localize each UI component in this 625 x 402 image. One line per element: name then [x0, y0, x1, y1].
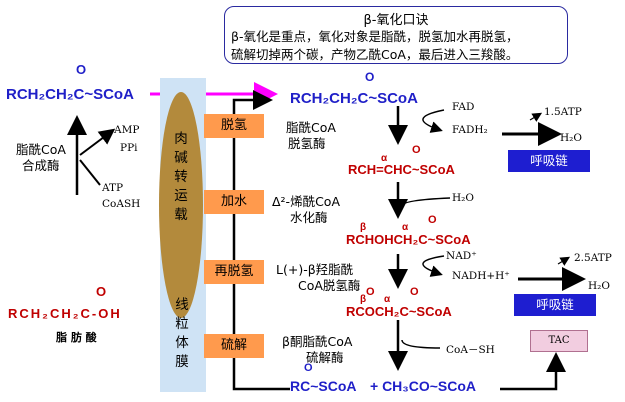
- inter-4-beta: β: [360, 294, 367, 305]
- atp-yield-2: 2.5ATP: [574, 252, 612, 264]
- enzyme-2-line-2: 水化酶: [290, 210, 328, 225]
- final-acyl-coa: RC~SCoA: [290, 378, 357, 394]
- fadh2-label: FADH₂: [452, 124, 488, 136]
- coash-label: CoASH: [102, 198, 141, 210]
- fatty-acid-o: O: [96, 284, 107, 299]
- enzyme-3-line-2: CoA脱氢酶: [298, 278, 361, 293]
- final-o: O: [304, 362, 313, 374]
- atp-label: ATP: [102, 182, 124, 194]
- ppi-label: PPi: [120, 142, 138, 154]
- atp-yield-1: 1.5ATP: [544, 106, 582, 118]
- intermediate-acyl-coa: RCH₂CH₂C~SCoA: [290, 90, 418, 107]
- enzyme-1-line-2: 脱氢酶: [288, 136, 326, 151]
- h2o-label: H₂O: [452, 192, 474, 204]
- step-dehydrogenation: 脱氢: [204, 114, 264, 138]
- enzyme-2-line-1: Δ²-烯酰CoA: [272, 194, 340, 209]
- cycle-loop: [232, 90, 290, 391]
- inter-3-alpha: α: [402, 222, 409, 233]
- respiratory-chain-2: 呼吸链: [514, 294, 596, 316]
- enzyme-1-line-1: 脂酰CoA: [286, 120, 336, 135]
- mnemonic-title: β-氧化口诀: [363, 13, 429, 28]
- mnemonic-line-2: 硫解切掉两个碳，产物乙酰CoA，最后进入三羧酸。: [231, 47, 519, 62]
- step-thiolysis: 硫解: [204, 334, 264, 358]
- carnitine-carrier: [159, 92, 203, 318]
- fatty-acid-formula: RCH₂CH₂C-OH: [8, 306, 122, 321]
- h2o-out-2: H₂O: [588, 280, 610, 292]
- inter-4-o-2: O: [410, 286, 419, 298]
- carnitine-label: 肉碱转运载: [174, 131, 188, 223]
- h2o-out-1: H₂O: [560, 132, 582, 144]
- tac-box: TAC: [530, 330, 588, 352]
- intermediate-enoyl-coa: RCH=CHC~SCoA: [348, 162, 455, 177]
- nad-label: NAD⁺: [446, 250, 477, 262]
- inter-3-o: O: [428, 214, 437, 226]
- enzyme-4-line-2: 硫解酶: [306, 350, 344, 365]
- amp-label: AMP: [114, 124, 140, 136]
- inter-4-o-1: O: [366, 286, 375, 298]
- mnemonic-box: β-氧化口诀 β-氧化是重点，氧化对象是脂酰，脱氢加水再脱氢， 硫解切掉两个碳，…: [224, 6, 568, 64]
- intermediate-keto: RCOCH₂C~SCoA: [346, 304, 452, 319]
- coash-cofactor: CoA－SH: [446, 344, 495, 356]
- respiratory-chain-1: 呼吸链: [508, 150, 590, 172]
- inter-1-o: O: [365, 70, 375, 84]
- fatty-acid-label: 脂 肪 酸: [56, 331, 97, 344]
- inter-2-o: O: [412, 144, 421, 156]
- membrane-label: 线粒体膜: [175, 297, 189, 370]
- acyl-coa-left: RCH₂CH₂C~SCoA: [6, 86, 134, 103]
- step-hydration: 加水: [204, 190, 264, 214]
- enzyme-3-line-1: L(+)-β羟脂酰: [276, 262, 354, 277]
- enzyme-4-line-1: β酮脂酰CoA: [282, 334, 353, 349]
- inter-4-alpha: α: [384, 294, 391, 305]
- acyl-o-left: O: [76, 62, 87, 77]
- fad-label: FAD: [452, 101, 475, 113]
- inter-2-alpha: α: [381, 153, 388, 164]
- nadh-label: NADH+H⁺: [452, 270, 510, 282]
- mnemonic-line-1: β-氧化是重点，氧化对象是脂酰，脱氢加水再脱氢，: [231, 29, 519, 44]
- step-re-dehydrogenation: 再脱氢: [204, 260, 264, 284]
- synthetase-label-1: 脂酰CoA: [16, 142, 66, 157]
- intermediate-hydroxy: RCHOHCH₂C~SCoA: [346, 232, 471, 247]
- acetyl-coa: + CH₃CO~SCoA: [370, 378, 477, 394]
- inter-3-beta: β: [360, 222, 367, 233]
- synthetase-label-2: 合成酶: [22, 158, 60, 173]
